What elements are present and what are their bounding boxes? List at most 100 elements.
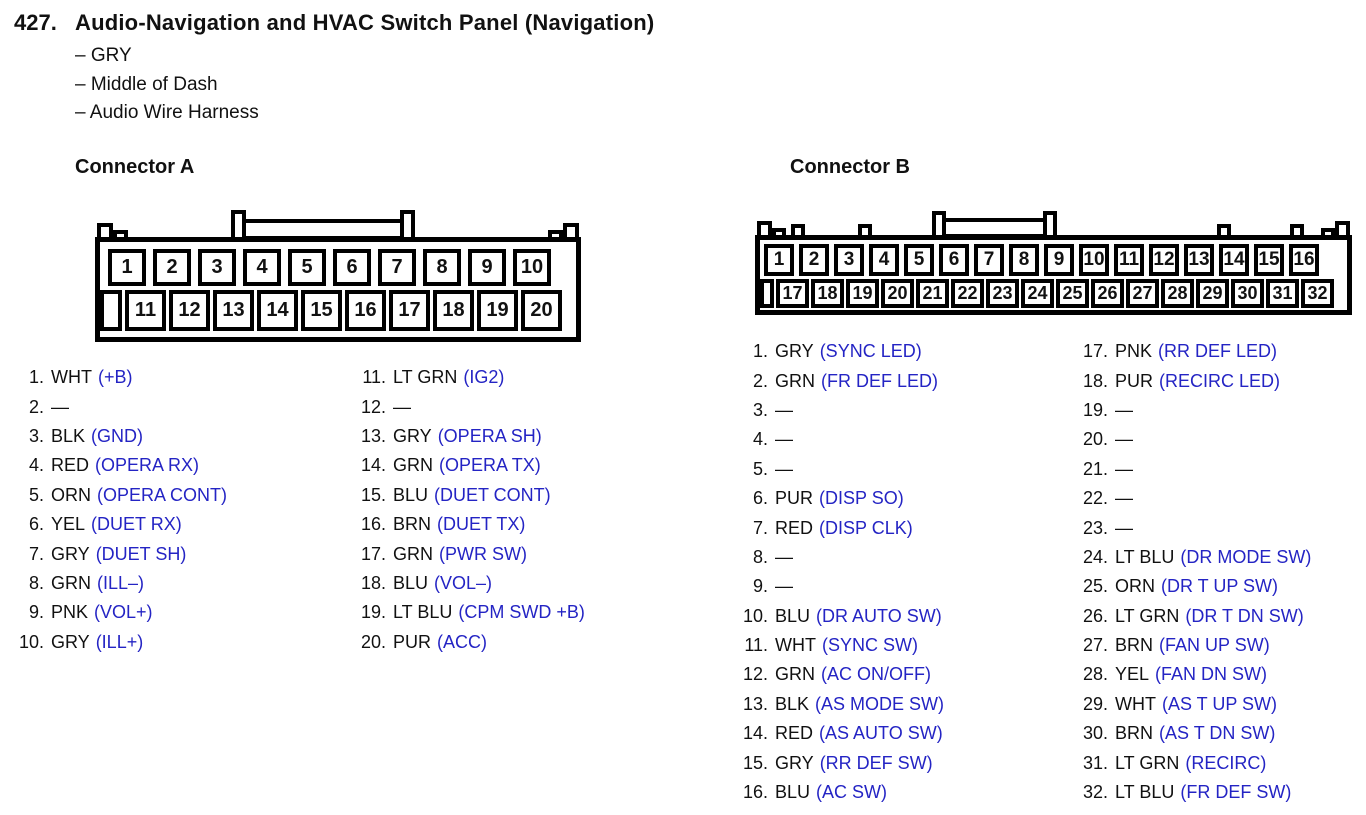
pin-number: 1. <box>752 341 768 362</box>
pin-cavity: 32 <box>1301 279 1334 308</box>
pin-row: 28.YEL(FAN DN SW) <box>1062 660 1311 689</box>
pin-cavity: 5 <box>288 249 326 286</box>
pin-row: 31.LT GRN(RECIRC) <box>1062 748 1311 777</box>
pin-cavity: 29 <box>1196 279 1229 308</box>
pin-wire-color: GRN <box>775 664 815 685</box>
pin-cavity: 4 <box>869 244 899 276</box>
pin-number: 16. <box>742 782 768 803</box>
pin-cavity: 31 <box>1266 279 1299 308</box>
pin-wire-color: YEL <box>1115 664 1150 685</box>
pin-cavity: 15 <box>301 290 342 331</box>
pin-number: 15. <box>360 484 386 505</box>
pin-number: 5. <box>28 484 44 505</box>
pin-wire-color: BRN <box>1115 723 1154 744</box>
pin-row: 27.BRN(FAN UP SW) <box>1062 631 1311 660</box>
pin-number: 6. <box>28 514 44 535</box>
pin-signal-label: (OPERA TX) <box>439 455 541 476</box>
pin-cavity: 16 <box>345 290 386 331</box>
pin-signal-label: (OPERA CONT) <box>97 484 228 505</box>
pin-number: 25. <box>1082 576 1108 597</box>
pin-row: 2.— <box>8 392 227 421</box>
pin-number: 3. <box>28 425 44 446</box>
pin-row: 25.ORN(DR T UP SW) <box>1062 572 1311 601</box>
pin-cavity: 18 <box>433 290 474 331</box>
pin-row: 14.GRN(OPERA TX) <box>352 451 585 480</box>
page-title: Audio-Navigation and HVAC Switch Panel (… <box>75 10 655 35</box>
pin-cavity: 2 <box>153 249 191 286</box>
pin-signal-label: (RR DEF SW) <box>819 752 933 773</box>
pin-cavity: 11 <box>1114 244 1144 276</box>
pin-wire-color: — <box>1115 517 1133 538</box>
corner-step <box>97 223 113 241</box>
pin-signal-label: (PWR SW) <box>439 543 527 564</box>
pin-number: 1. <box>28 367 44 388</box>
pin-wire-color: — <box>51 396 69 417</box>
pin-wire-color: BLK <box>51 425 86 446</box>
pin-row: 3.— <box>728 396 944 425</box>
pin-wire-color: GRY <box>775 752 814 773</box>
pin-signal-label: (DR T DN SW) <box>1185 605 1304 626</box>
connector-b-pin-list-left: 1.GRY(SYNC LED)2.GRN(FR DEF LED)3.—4.—5.… <box>728 337 944 807</box>
mount-tab <box>1290 224 1304 239</box>
pin-wire-color: BRN <box>393 514 432 535</box>
pin-row: 7.RED(DISP CLK) <box>728 513 944 542</box>
pin-number: 17. <box>360 543 386 564</box>
pin-wire-color: GRY <box>51 631 90 652</box>
pin-wire-color: — <box>775 576 793 597</box>
pin-row: 32.LT BLU(FR DEF SW) <box>1062 778 1311 807</box>
pin-row: 11.WHT(SYNC SW) <box>728 631 944 660</box>
pin-row: 26.LT GRN(DR T DN SW) <box>1062 602 1311 631</box>
pin-row: 2.GRN(FR DEF LED) <box>728 366 944 395</box>
pin-cavity: 28 <box>1161 279 1194 308</box>
pin-cavity: 24 <box>1021 279 1054 308</box>
pin-wire-color: GRN <box>393 455 433 476</box>
pin-cavity: 12 <box>1149 244 1179 276</box>
pin-number: 7. <box>28 543 44 564</box>
pin-wire-color: PUR <box>1115 370 1154 391</box>
pin-wire-color: PUR <box>775 488 814 509</box>
pin-cavity: 25 <box>1056 279 1089 308</box>
pin-cavity: 10 <box>1079 244 1109 276</box>
pin-signal-label: (DR MODE SW) <box>1180 546 1312 567</box>
pin-number: 27. <box>1082 635 1108 656</box>
pin-number: 19. <box>360 602 386 623</box>
pin-row: 18.BLU(VOL–) <box>352 569 585 598</box>
pin-number: 31. <box>1082 752 1108 773</box>
pin-number: 32. <box>1082 782 1108 803</box>
pin-cavity: 20 <box>521 290 562 331</box>
pin-wire-color: WHT <box>775 635 816 656</box>
pin-row: 4.RED(OPERA RX) <box>8 451 227 480</box>
pin-signal-label: (OPERA SH) <box>437 425 542 446</box>
pin-row: 5.ORN(OPERA CONT) <box>8 481 227 510</box>
pin-cavity: 13 <box>213 290 254 331</box>
pin-number: 12. <box>360 396 386 417</box>
pin-wire-color: PNK <box>51 602 89 623</box>
pin-wire-color: RED <box>51 455 90 476</box>
corner-step <box>1335 221 1350 239</box>
pin-signal-label: (FR DEF LED) <box>821 370 938 391</box>
pin-cavity: 8 <box>423 249 461 286</box>
pin-signal-label: (DUET RX) <box>91 514 182 535</box>
pin-cavity: 2 <box>799 244 829 276</box>
pin-cavity: 12 <box>169 290 210 331</box>
pin-signal-label: (OPERA RX) <box>95 455 200 476</box>
pin-signal-label: (DISP CLK) <box>819 517 913 538</box>
detail-line: – GRY <box>75 45 132 66</box>
pin-number: 29. <box>1082 693 1108 714</box>
pin-wire-color: BLK <box>775 693 810 714</box>
pin-cavity: 17 <box>389 290 430 331</box>
mount-tab <box>791 224 805 239</box>
pin-signal-label: (ACC) <box>437 631 488 652</box>
pin-row: 21.— <box>1062 455 1311 484</box>
pin-number: 3. <box>752 399 768 420</box>
pin-signal-label: (DISP SO) <box>819 488 904 509</box>
pin-wire-color: GRY <box>775 341 814 362</box>
pin-cavity: 3 <box>834 244 864 276</box>
pin-wire-color: BLU <box>393 484 429 505</box>
pin-wire-color: PUR <box>393 631 432 652</box>
mount-tab <box>858 224 872 239</box>
pin-cavity: 9 <box>1044 244 1074 276</box>
